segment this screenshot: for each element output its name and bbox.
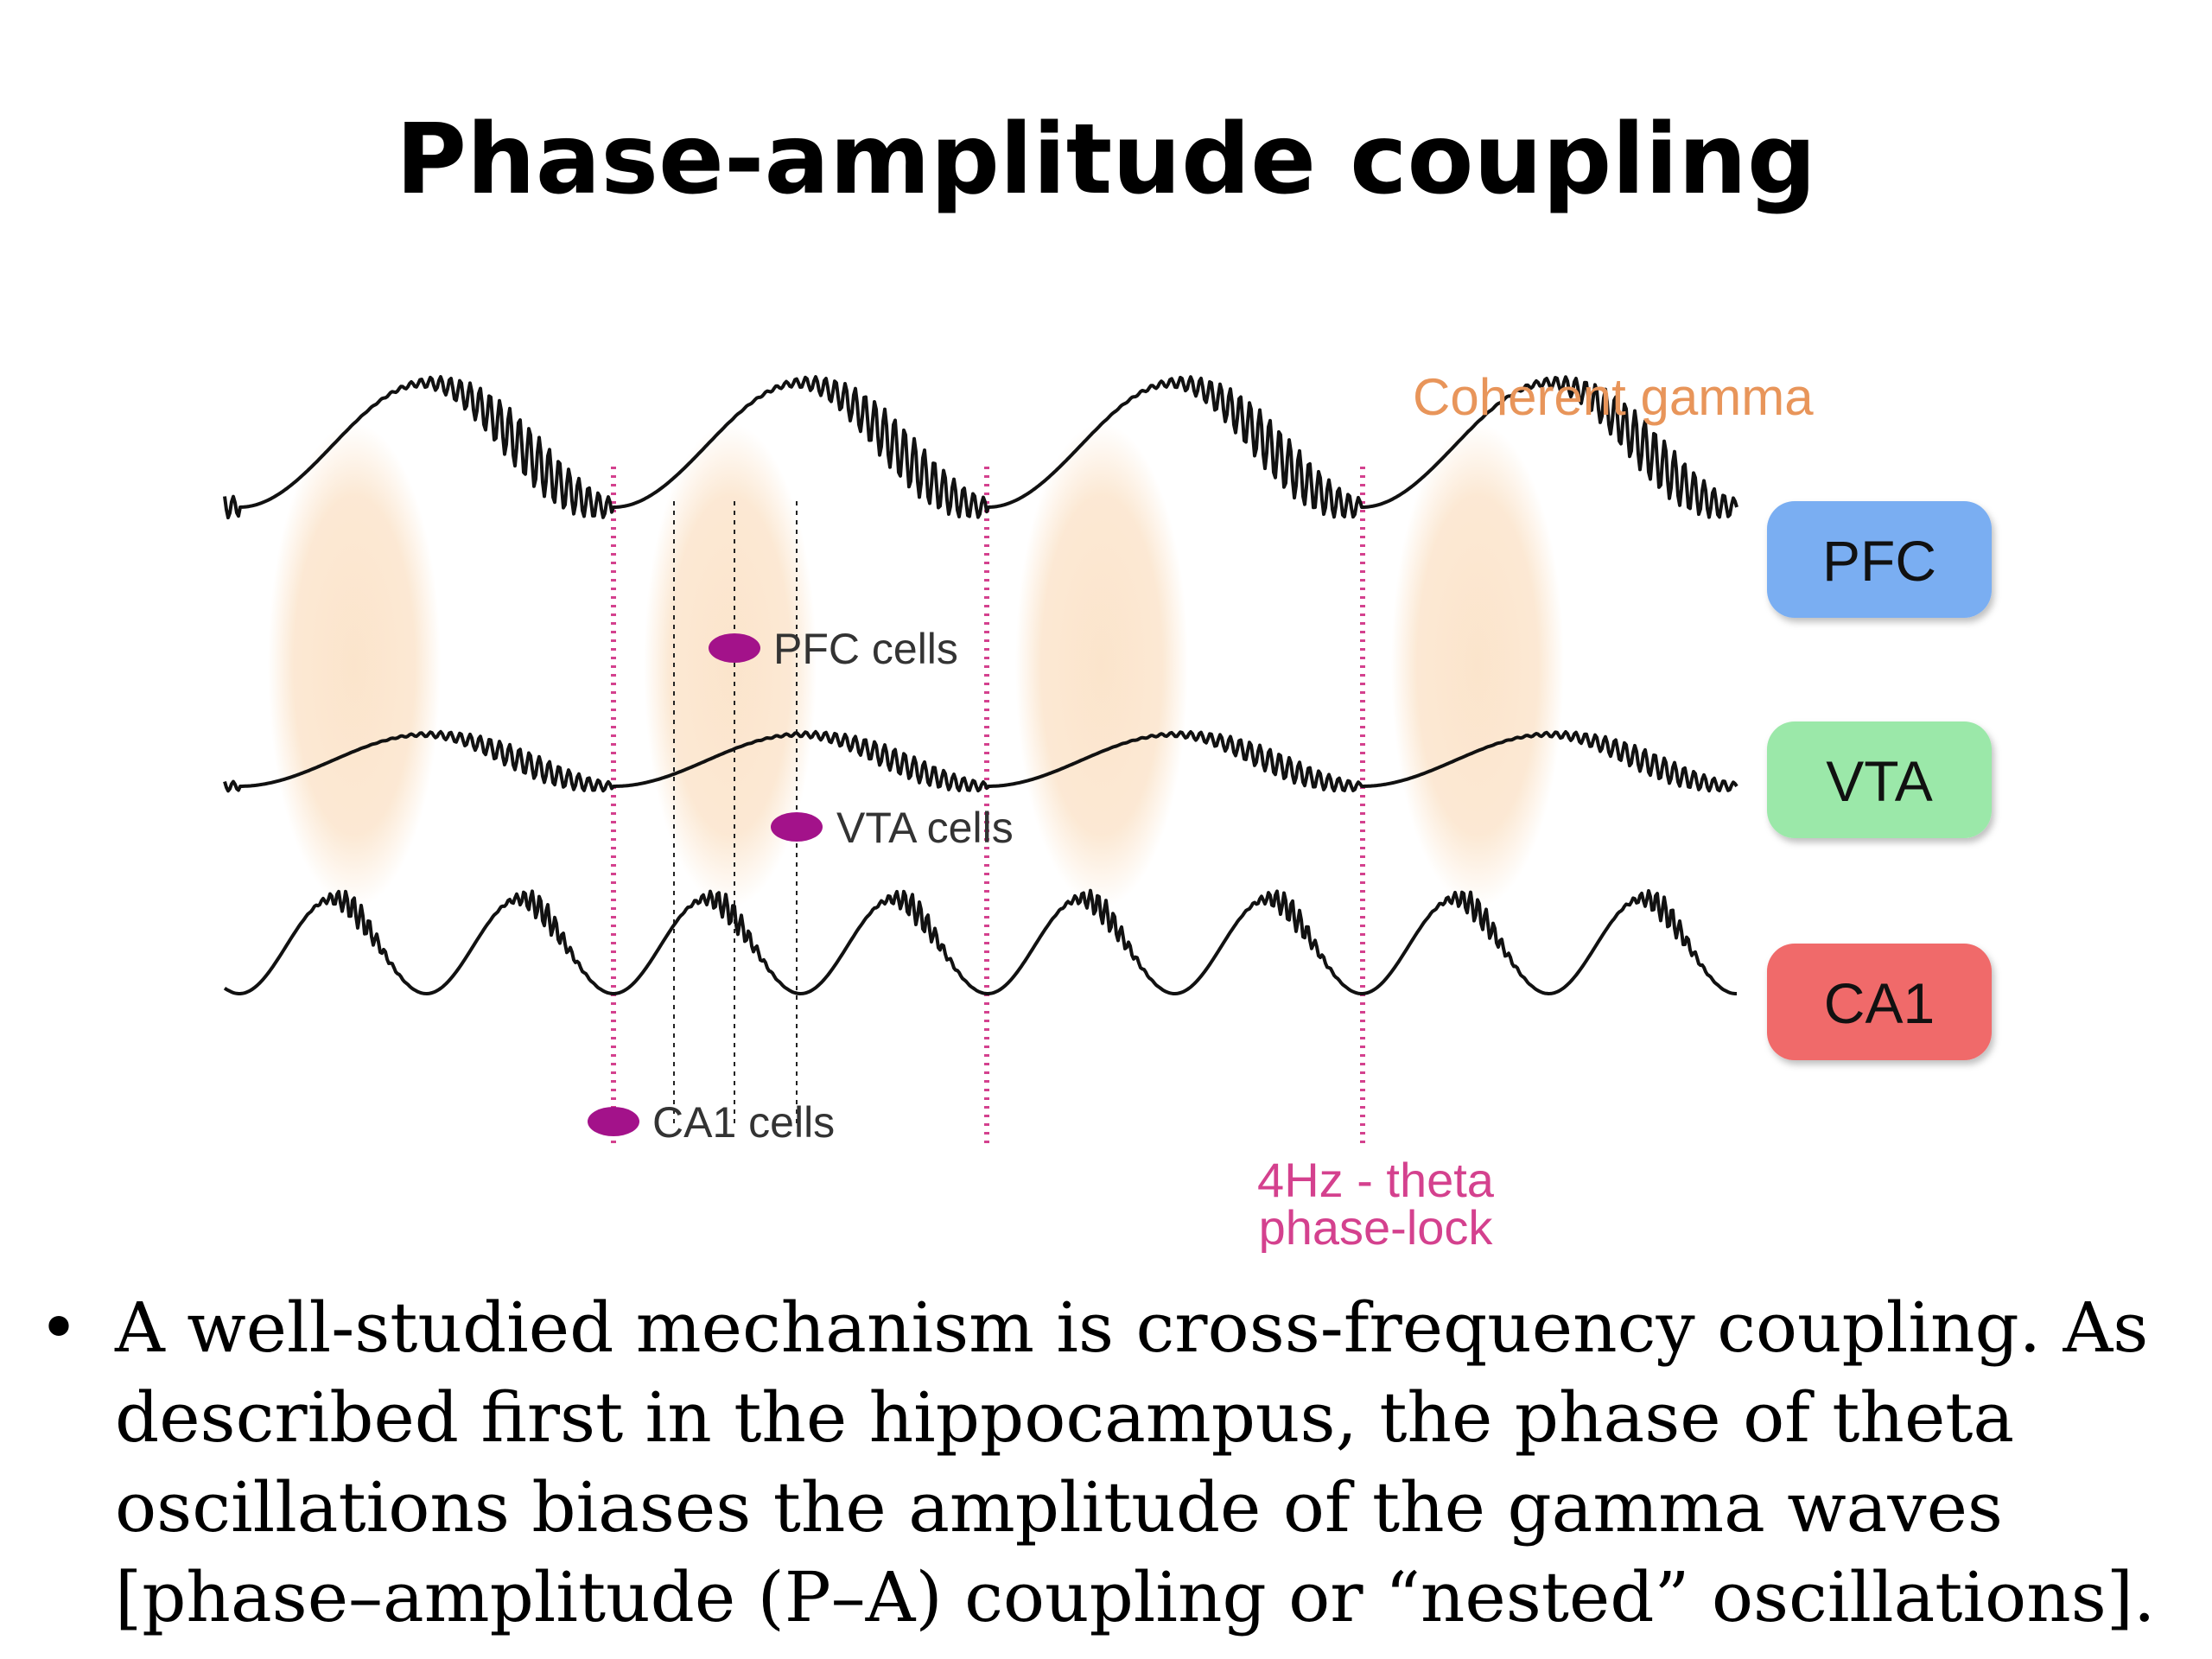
phase-amplitude-diagram: Coherent gamma PFC VTA CA1 PFC cells VTA… [216,363,2031,1253]
pfc-label-text: PFC [1822,529,1936,593]
region-label-pfc: PFC [1767,501,1992,618]
phase-lock-lines [611,467,1365,1145]
vta-label-box [1767,721,1992,838]
slide-title: Phase-amplitude coupling [395,104,1817,216]
ca1-label-box [1767,944,1992,1060]
vta-cells-dot [771,812,823,842]
phase-lock-label-line1: 4Hz - theta [1257,1153,1495,1207]
ca1-cells-label: CA1 cells [652,1098,835,1147]
ca1-waveform [223,888,1737,995]
vta-waveform [223,729,1738,793]
ca1-cells-marker: CA1 cells [588,1098,835,1147]
vta-cells-label: VTA cells [836,804,1014,852]
bullet-text: A well-studied mechanism is cross-freque… [115,1287,2156,1637]
gamma-zone-4 [1391,423,1564,907]
pfc-cells-dot [709,633,760,663]
ca1-label-text: CA1 [1824,971,1935,1035]
pfc-cells-marker: PFC cells [709,625,958,673]
region-label-ca1: CA1 [1767,944,1992,1060]
vta-label-text: VTA [1826,749,1932,813]
phase-lock-label-line2: phase-lock [1259,1200,1494,1253]
ca1-cells-dot [588,1107,639,1136]
pfc-waveform [223,375,1738,520]
vta-cells-marker: VTA cells [771,804,1014,852]
coherent-gamma-label: Coherent gamma [1413,368,1814,426]
bullet-marker: • [38,1287,79,1368]
gamma-highlight-zones [268,423,1564,907]
gamma-zone-2 [644,423,817,907]
diagram-canvas: Coherent gamma PFC VTA CA1 PFC cells VTA… [223,368,1992,1253]
gamma-zone-1 [268,423,441,907]
pfc-label-box [1767,501,1992,618]
pfc-cells-label: PFC cells [773,625,958,673]
region-label-vta: VTA [1767,721,1992,838]
phase-lock-label: 4Hz - theta phase-lock [1257,1153,1495,1253]
gamma-zone-3 [1015,423,1188,907]
